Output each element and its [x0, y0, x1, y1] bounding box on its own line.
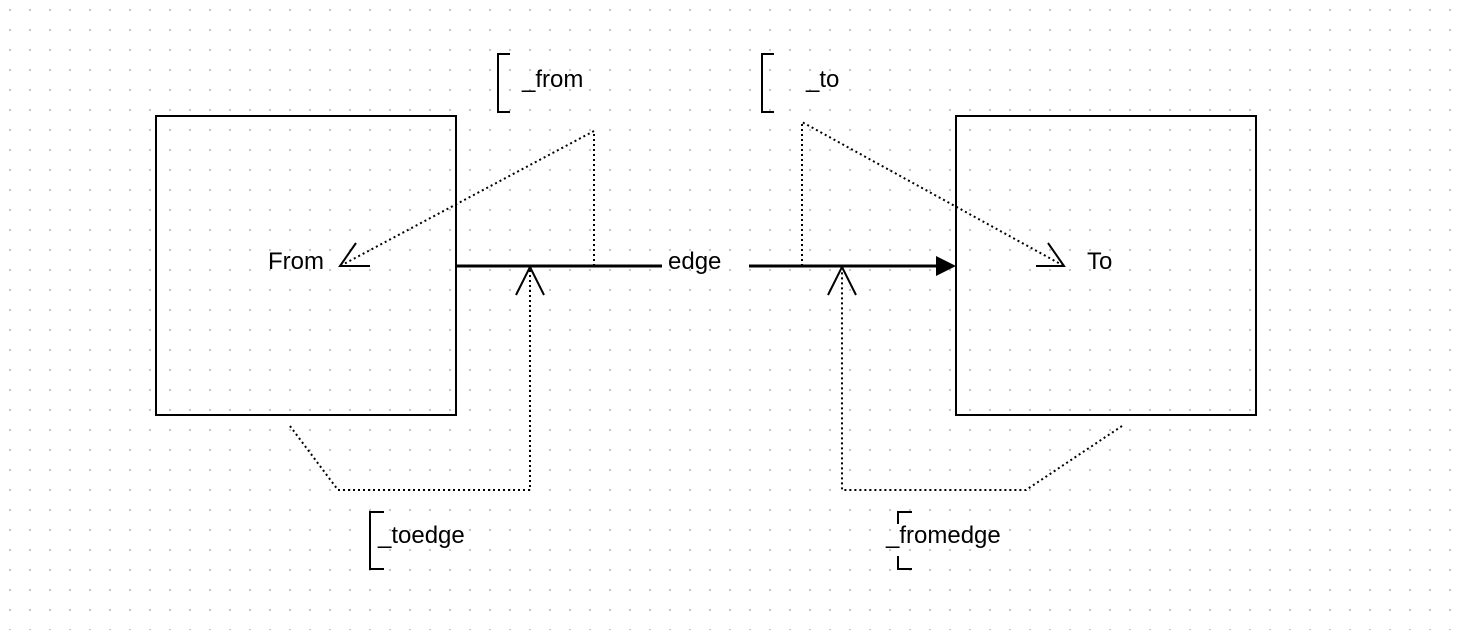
from-node-label: From — [268, 248, 324, 275]
to-ref-bracket — [761, 53, 774, 113]
fromedge-ref-bracket-bottom — [897, 556, 912, 570]
from-ref-label: _from — [522, 66, 584, 93]
toedge-ref-arrowhead — [515, 264, 545, 296]
fromedge-ref-arrowhead — [827, 264, 857, 296]
from-ref-bracket — [497, 53, 510, 113]
from-ref-connector — [341, 129, 595, 266]
to-ref-arrowhead — [1036, 242, 1066, 267]
toedge-ref-label: _toedge — [378, 522, 465, 549]
toedge-ref-bracket — [369, 511, 384, 570]
fromedge-ref-connector — [841, 270, 1123, 491]
to-ref-connector — [801, 120, 1065, 267]
edge-label: edge — [668, 248, 722, 275]
from-ref-arrowhead — [338, 242, 370, 267]
fromedge-ref-bracket-top — [897, 511, 912, 524]
fromedge-ref-label: _fromedge — [886, 522, 1001, 549]
to-node-label: To — [1087, 248, 1113, 275]
to-ref-label: _to — [806, 66, 840, 93]
to-node-box[interactable] — [955, 115, 1257, 416]
edge-arrowhead — [936, 256, 956, 276]
toedge-ref-connector — [289, 270, 531, 491]
